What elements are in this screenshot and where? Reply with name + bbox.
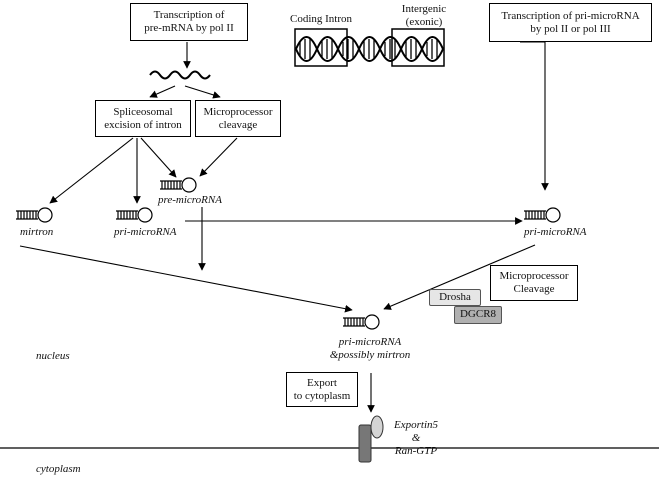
transcription-pre-mrna-box: Transcription of pre-mRNA by pol II (130, 3, 248, 41)
microprocessor-cleavage-right-box: Microprocessor Cleavage (490, 265, 578, 301)
transcription-pri-microrna-line1: Transcription of pri-microRNA (501, 9, 640, 22)
dna-double-helix (295, 36, 444, 62)
export-line2: to cytoplasm (293, 389, 351, 402)
pre-mrna-transcript (149, 70, 211, 80)
pri-microrna-left-hairpin (115, 207, 153, 223)
exportin-line3: Ran-GTP (394, 445, 438, 457)
arrow-splicing-to-mirtron (49, 137, 134, 204)
drosha-protein: Drosha (429, 289, 481, 306)
export-line1: Export (307, 376, 337, 389)
nuclear-pore-channel (358, 424, 372, 463)
coding-intron-region (294, 28, 348, 67)
mirtron-hairpin (15, 207, 53, 223)
dgcr8-protein: DGCR8 (454, 306, 502, 324)
pri-microrna-left-label: pri-microRNA (114, 226, 177, 238)
arrow-right-pri-to-center (383, 244, 536, 310)
nucleus-label: nucleus (36, 350, 70, 362)
center-hairpin (342, 314, 380, 330)
arrow-microprocessor-to-pre-microrna (199, 137, 238, 177)
cytoplasm-label: cytoplasm (36, 463, 81, 475)
transcription-pri-microrna-line2: by pol II or pol III (530, 22, 611, 35)
center-label-line1: pri-microRNA (338, 336, 402, 348)
mirtron-label: mirtron (20, 226, 54, 238)
center-label-line2: &possibly mirtron (329, 349, 411, 361)
intergenic-region (391, 28, 445, 67)
microprocessor-top-line2: cleavage (218, 118, 258, 131)
arrow-pol3-to-pri-microrna (520, 41, 549, 191)
microprocessor-top-line1: Microprocessor (203, 105, 273, 118)
transcription-pre-mrna-line1: Transcription of (153, 9, 225, 21)
microprocessor-right-line1: Microprocessor (499, 270, 569, 282)
arrow-transcript-to-microprocessor (184, 85, 221, 99)
spliceosomal-excision-box: Spliceosomal excision of intron (95, 100, 191, 137)
exportin-line2: & (411, 432, 421, 444)
intergenic-line1: Intergenic (401, 3, 447, 15)
pre-microrna-label: pre-microRNA (158, 194, 222, 206)
arrow-splicing-to-pre-microrna (140, 137, 177, 178)
microprocessor-cleavage-top-box: Microprocessor cleavage (195, 100, 281, 137)
spliceosomal-line1: Spliceosomal (113, 105, 173, 118)
transcription-pre-mrna-line2: pre-mRNA by pol II (144, 22, 234, 34)
pre-microrna-hairpin (159, 177, 197, 193)
microprocessor-right-line2: Cleavage (513, 283, 555, 295)
arrow-transcript-to-splicing (149, 85, 176, 98)
exportin5-protein (370, 415, 384, 439)
intergenic-line2: (exonic) (405, 16, 443, 28)
export-box: Export to cytoplasm (286, 372, 358, 407)
pri-microrna-right-hairpin (523, 207, 561, 223)
exportin-label: Exportin5 & Ran-GTP (388, 419, 444, 458)
coding-intron-label: Coding Intron (290, 13, 353, 25)
intergenic-label: Intergenic (exonic) (394, 3, 454, 29)
center-hairpin-label: pri-microRNA &possibly mirtron (318, 336, 422, 362)
exportin-line1: Exportin5 (394, 419, 438, 431)
spliceosomal-line2: excision of intron (104, 118, 182, 131)
pri-microrna-right-label: pri-microRNA (524, 226, 587, 238)
transcription-pri-microrna-box: Transcription of pri-microRNA by pol II … (489, 3, 652, 42)
arrow-mirtron-to-center (19, 245, 353, 313)
